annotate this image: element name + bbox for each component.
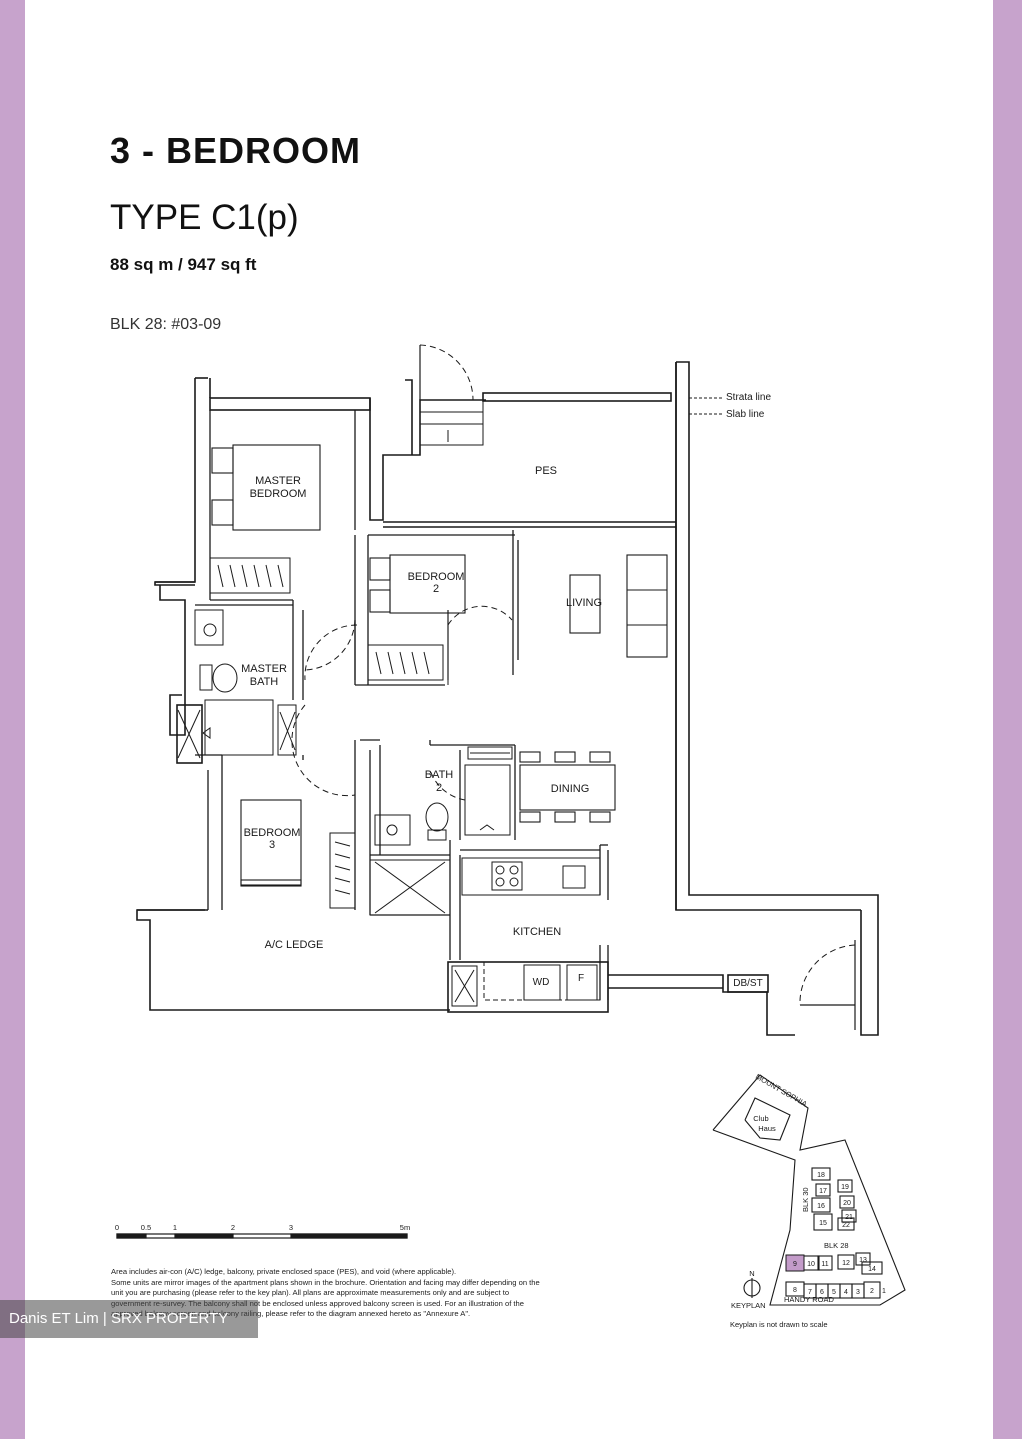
disclaimer-notes: Area includes air-con (A/C) ledge, balco… [111, 1267, 551, 1320]
agent-watermark: Danis ET Lim | SRX PROPERTY [0, 1300, 258, 1338]
page-title: 3 - BEDROOM [110, 130, 362, 171]
block-14: 14 [868, 1266, 876, 1273]
scale-bar [116, 1233, 408, 1239]
block-16: 16 [817, 1203, 825, 1210]
keyplan-road-top: MOUNT SOPHIA [754, 1072, 809, 1109]
label-bedroom2-1: BEDROOM [408, 571, 465, 583]
label-pes: PES [535, 465, 557, 477]
scale-labels: 0 0.5 1 2 3 5m [115, 1223, 410, 1232]
block-7: 7 [808, 1289, 812, 1296]
block-8: 8 [793, 1287, 797, 1294]
exterior-walls [136, 361, 879, 1036]
unit-area: 88 sq m / 947 sq ft [110, 255, 257, 274]
keyplan-clubhouse-2: Haus [758, 1124, 776, 1133]
scale-tick-05: 0.5 [141, 1223, 151, 1232]
label-dining: DINING [551, 783, 590, 795]
block-3: 3 [856, 1289, 860, 1296]
keyplan-diagram [712, 1074, 906, 1306]
page [25, 0, 993, 1439]
kitchen-counters [461, 857, 601, 1001]
keyplan-north: N [749, 1269, 754, 1278]
label-slab-line: Slab line [726, 409, 765, 420]
block-2: 2 [870, 1288, 874, 1295]
keyplan-block-numbers: 18 17 19 16 20 21 15 22 10 11 12 13 14 9… [793, 1172, 886, 1296]
label-strata-line: Strata line [726, 392, 771, 403]
room-labels: MASTER BEDROOM BEDROOM 2 MASTER BATH BED… [241, 465, 763, 989]
label-wd: WD [533, 977, 550, 988]
note-line-2: Some units are mirror images of the apar… [111, 1277, 540, 1319]
keyplan-road-bottom: HANDY ROAD [784, 1295, 834, 1304]
block-12: 12 [842, 1260, 850, 1267]
label-master-bedroom-2: BEDROOM [250, 488, 307, 500]
unit-number: BLK 28: #03-09 [110, 316, 222, 333]
keyplan-label: KEYPLAN [731, 1301, 766, 1310]
unit-type: TYPE C1(p) [110, 198, 299, 237]
label-bedroom3-2: 3 [269, 839, 275, 851]
keyplan-note: Keyplan is not drawn to scale [730, 1320, 828, 1329]
block-18: 18 [817, 1172, 825, 1179]
label-f: F [578, 973, 584, 984]
block-4: 4 [844, 1289, 848, 1296]
label-master-bath-2: BATH [250, 676, 279, 688]
keyplan-labels: MOUNT SOPHIA HANDY ROAD Club Haus BLK 30… [730, 1072, 849, 1329]
wardrobes [209, 557, 444, 909]
block-15: 15 [819, 1220, 827, 1227]
block-17: 17 [819, 1188, 827, 1195]
block-11: 11 [821, 1261, 828, 1268]
label-kitchen: KITCHEN [513, 926, 561, 938]
block-22: 22 [842, 1222, 850, 1229]
keyplan-blk28: BLK 28 [824, 1241, 849, 1250]
label-ac-ledge: A/C LEDGE [265, 939, 324, 951]
scale-tick-3: 3 [289, 1223, 293, 1232]
bath-fixtures [177, 609, 513, 1007]
keyplan-blk30: BLK 30 [801, 1187, 810, 1212]
block-9: 9 [793, 1261, 797, 1268]
line-labels: Strata line Slab line [726, 392, 771, 420]
label-bedroom2-2: 2 [433, 583, 439, 595]
keyplan-clubhouse-1: Club [753, 1114, 768, 1123]
block-20: 20 [843, 1200, 851, 1207]
block-13: 13 [859, 1257, 867, 1264]
label-master-bedroom-1: MASTER [255, 475, 301, 487]
furniture [211, 444, 668, 887]
block-6: 6 [820, 1289, 824, 1296]
label-master-bath-1: MASTER [241, 663, 287, 675]
strata-slab-callouts [689, 397, 724, 415]
scale-tick-0: 0 [115, 1223, 119, 1232]
scale-tick-2: 2 [231, 1223, 235, 1232]
label-bedroom3-1: BEDROOM [244, 827, 301, 839]
steps [419, 399, 484, 446]
label-bath2-1: BATH [425, 769, 454, 781]
block-1: 1 [882, 1288, 886, 1295]
note-line-1: Area includes air-con (A/C) ledge, balco… [111, 1267, 457, 1276]
label-living: LIVING [566, 597, 602, 609]
scale-tick-5m: 5m [400, 1223, 410, 1232]
keyplan-unit-highlight [785, 1254, 805, 1272]
scale-tick-1: 1 [173, 1223, 177, 1232]
label-bath2-2: 2 [436, 782, 442, 794]
label-dbst: DB/ST [733, 978, 762, 989]
doors [291, 344, 856, 1006]
block-5: 5 [832, 1289, 836, 1296]
block-19: 19 [841, 1184, 849, 1191]
block-10: 10 [807, 1261, 815, 1268]
block-21: 21 [845, 1214, 853, 1221]
